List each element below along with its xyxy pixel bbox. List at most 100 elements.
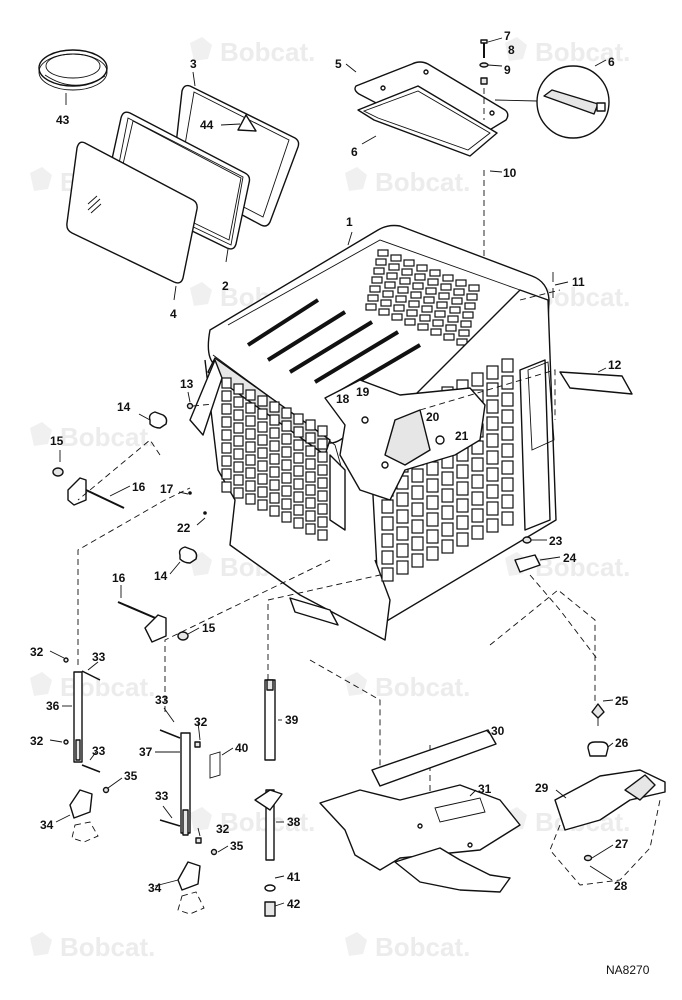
grille-cell [438, 292, 450, 300]
grille-cell [381, 499, 394, 514]
grille-cell [305, 419, 316, 431]
grille-cell [456, 338, 468, 346]
grille-cell [411, 536, 424, 551]
grille-cell [427, 278, 439, 286]
grille-cell [269, 466, 280, 478]
grille-cell [441, 522, 454, 537]
grille-cell [381, 550, 394, 565]
callout-27: 27 [615, 837, 629, 851]
grille-cell [269, 479, 280, 491]
grille-cell [281, 407, 292, 419]
grille-cell [441, 539, 454, 554]
grille-cell [466, 293, 478, 301]
callout-19: 19 [356, 385, 370, 399]
callout-34-a: 34 [40, 818, 54, 832]
grille-cell [486, 501, 499, 516]
part-4-window-glass [66, 141, 198, 301]
part-5-roof-panel [345, 61, 509, 157]
grille-cell [245, 428, 256, 440]
grille-cell [257, 486, 268, 498]
grille-cell [257, 434, 268, 446]
callout-7: 7 [504, 29, 511, 43]
grille-cell [471, 508, 484, 523]
grille-cell [305, 510, 316, 522]
part-39-gas-strut-right [254, 679, 285, 917]
grille-cell [281, 446, 292, 458]
callout-36: 36 [46, 699, 60, 713]
grille-cell [426, 529, 439, 544]
grille-cell [471, 372, 484, 387]
grille-cell [410, 291, 422, 299]
part-25-29-lever [549, 699, 666, 886]
grille-cell [380, 299, 392, 307]
grille-cell [426, 478, 439, 493]
grille-cell [414, 273, 426, 281]
grille-cell [453, 288, 465, 296]
callout-9: 9 [504, 63, 511, 77]
part-36-gas-strut-left [49, 650, 123, 843]
part-37-gas-strut-mid [154, 707, 234, 915]
front-grille [221, 377, 328, 541]
grille-cell [317, 477, 328, 489]
grille-cell [233, 409, 244, 421]
grille-cell [375, 258, 387, 266]
grille-cell [305, 471, 316, 483]
grille-cell [486, 365, 499, 380]
grille-cell [426, 512, 439, 527]
grille-cell [434, 310, 446, 318]
grille-cell [451, 297, 463, 305]
watermark-logo: Bobcat. [30, 422, 155, 452]
callout-labels: 1 2 3 4 5 6 6 7 8 9 10 11 12 13 14 14 15… [30, 29, 629, 911]
grille-cell [317, 503, 328, 515]
watermark-text: Bobcat. [375, 672, 470, 702]
callout-34-b: 34 [148, 881, 162, 895]
callout-15-lower: 15 [202, 621, 216, 635]
grille-cell [233, 448, 244, 460]
grille-cell [501, 409, 514, 424]
grille-cell [371, 276, 383, 284]
callout-10: 10 [503, 166, 517, 180]
callout-32-b: 32 [30, 734, 44, 748]
grille-cell [305, 432, 316, 444]
grille-cell [245, 493, 256, 505]
grille-cell [396, 543, 409, 558]
grille-cell [396, 560, 409, 575]
watermark-text: Bobcat. [60, 422, 155, 452]
callout-14-upper: 14 [117, 400, 131, 414]
watermark-logo: Bobcat. [345, 932, 470, 962]
grille-cell [221, 481, 232, 493]
grille-cell [377, 249, 389, 257]
grille-cell [404, 318, 416, 326]
grille-cell [486, 399, 499, 414]
callout-16-lower: 16 [112, 571, 126, 585]
grille-cell [486, 518, 499, 533]
grille-cell [257, 395, 268, 407]
grille-cell [471, 491, 484, 506]
grille-cell [257, 447, 268, 459]
grille-cell [381, 567, 394, 582]
callout-12: 12 [608, 358, 622, 372]
grille-cell [233, 474, 244, 486]
grille-cell [501, 392, 514, 407]
watermark-logo: Bobcat. [190, 37, 315, 67]
grille-cell [501, 443, 514, 458]
grille-cell [378, 308, 390, 316]
callout-2: 2 [222, 279, 229, 293]
grille-cell [468, 284, 480, 292]
callout-16-upper: 16 [132, 480, 146, 494]
callout-14-lower: 14 [154, 569, 168, 583]
grille-cell [269, 401, 280, 413]
grille-cell [388, 263, 400, 271]
grille-cell [393, 304, 405, 312]
callout-28: 28 [614, 879, 628, 893]
grille-cell [486, 382, 499, 397]
grille-cell [221, 429, 232, 441]
grille-cell [501, 511, 514, 526]
watermark-logo: Bobcat. [505, 37, 630, 67]
grille-cell [441, 471, 454, 486]
grille-cell [501, 460, 514, 475]
part-43-seal-roll [38, 49, 108, 105]
part-14-16-lower-hardware [117, 546, 200, 643]
grille-cell [445, 324, 457, 332]
part-7-8-9-fasteners [479, 37, 503, 298]
